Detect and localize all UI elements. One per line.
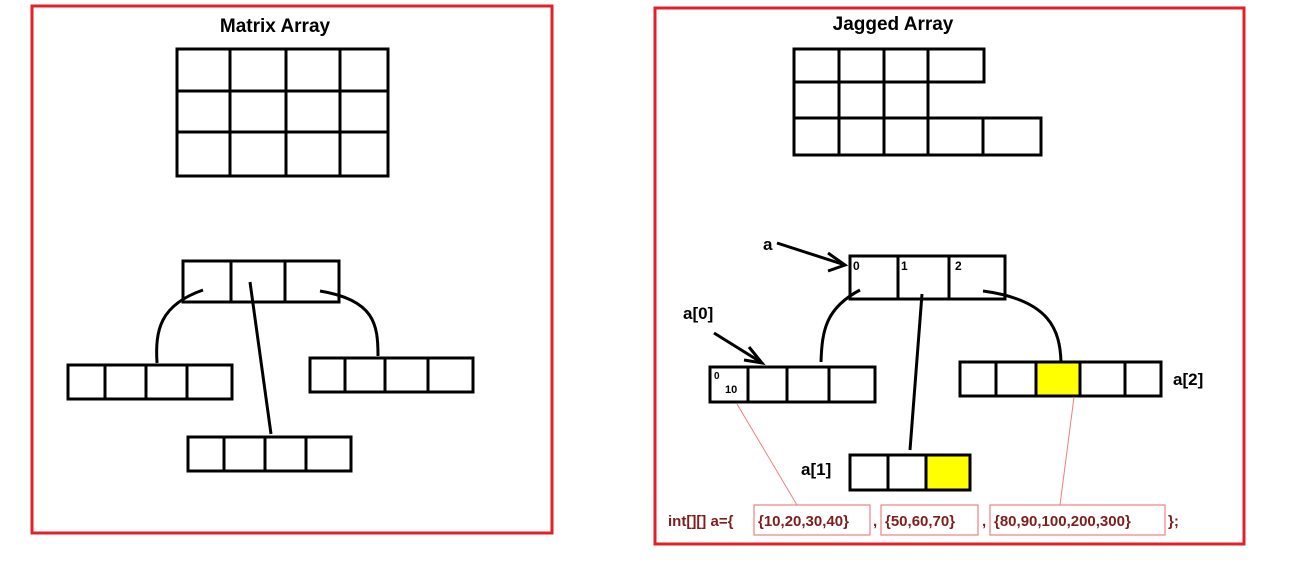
jagged-grid [792,47,1043,157]
matrix-sub-array-1 [66,363,234,401]
outer-index-0: 0 [853,259,860,273]
matrix-sub-array-2 [308,356,475,394]
a2-highlight-cell [1034,360,1082,398]
code-group-1: {10,20,30,40} [758,513,849,530]
matrix-sub-array-3 [186,435,353,473]
matrix-connectors [155,281,380,435]
a1-highlight-cell [924,453,972,492]
pointer-a-arrow [776,241,849,273]
matrix-panel-frame [30,4,554,535]
code-sep-1: , [873,513,877,530]
matrix-row-array [181,259,341,304]
code-group-2: {50,60,70} [885,513,955,530]
code-sep-2: , [982,513,986,530]
code-group-boxes [753,504,1166,536]
code-prefix: int[][] a={ [668,513,734,530]
a2-label: a[2] [1173,370,1203,389]
pointer-a-label: a [763,235,773,254]
a0-label: a[0] [683,304,713,323]
jagged-connectors [819,288,1063,451]
outer-index-1: 1 [901,259,908,273]
jagged-title: Jagged Array [833,14,954,35]
jagged-outer-array [848,254,1007,301]
code-connectors [736,396,1075,506]
sub-array-a1 [848,453,972,492]
sub-array-a0 [708,365,877,404]
code-suffix: }; [1168,513,1179,530]
jagged-panel-frame [653,6,1246,546]
a1-label: a[1] [801,460,831,479]
code-group-3: {80,90,100,200,300} [994,513,1131,530]
matrix-title: Matrix Array [220,16,331,37]
outer-index-2: 2 [955,259,962,273]
a0-cell-value: 10 [725,384,737,396]
a0-arrow [713,331,766,366]
a0-cell-index: 0 [714,371,720,382]
matrix-grid [175,47,390,178]
sub-array-a2 [958,360,1163,398]
